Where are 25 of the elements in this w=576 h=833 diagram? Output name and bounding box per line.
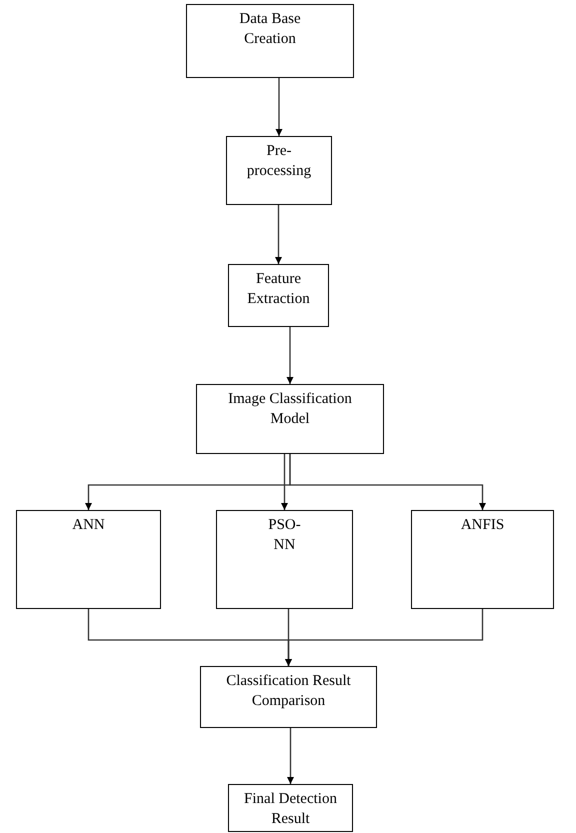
- process-box: [16, 510, 161, 609]
- arrow: [276, 78, 282, 136]
- arrow: [289, 454, 486, 510]
- box-label: Data Base Creation: [238, 10, 302, 50]
- process-box: [228, 784, 353, 832]
- box-label: Image Classification Model: [227, 390, 353, 430]
- process-box: [196, 384, 384, 454]
- box-label: Feature Extraction: [246, 270, 311, 310]
- process-box: [411, 510, 554, 609]
- process-box: [216, 510, 353, 609]
- process-box: [200, 666, 377, 728]
- arrow: [287, 728, 294, 784]
- box-label: Classification Result Comparison: [225, 672, 352, 712]
- process-box: [228, 264, 329, 327]
- box-label: ANFIS: [460, 516, 504, 535]
- arrow: [281, 454, 288, 510]
- arrow: [285, 609, 484, 666]
- box-label: Pre- processing: [246, 142, 312, 182]
- arrow: [286, 327, 294, 384]
- box-label: ANN: [72, 516, 105, 535]
- box-label: PSO- NN: [267, 516, 302, 556]
- process-box: [226, 136, 332, 205]
- process-box: [186, 4, 354, 78]
- box-label: Final Detection Result: [243, 790, 338, 830]
- arrow: [275, 205, 282, 264]
